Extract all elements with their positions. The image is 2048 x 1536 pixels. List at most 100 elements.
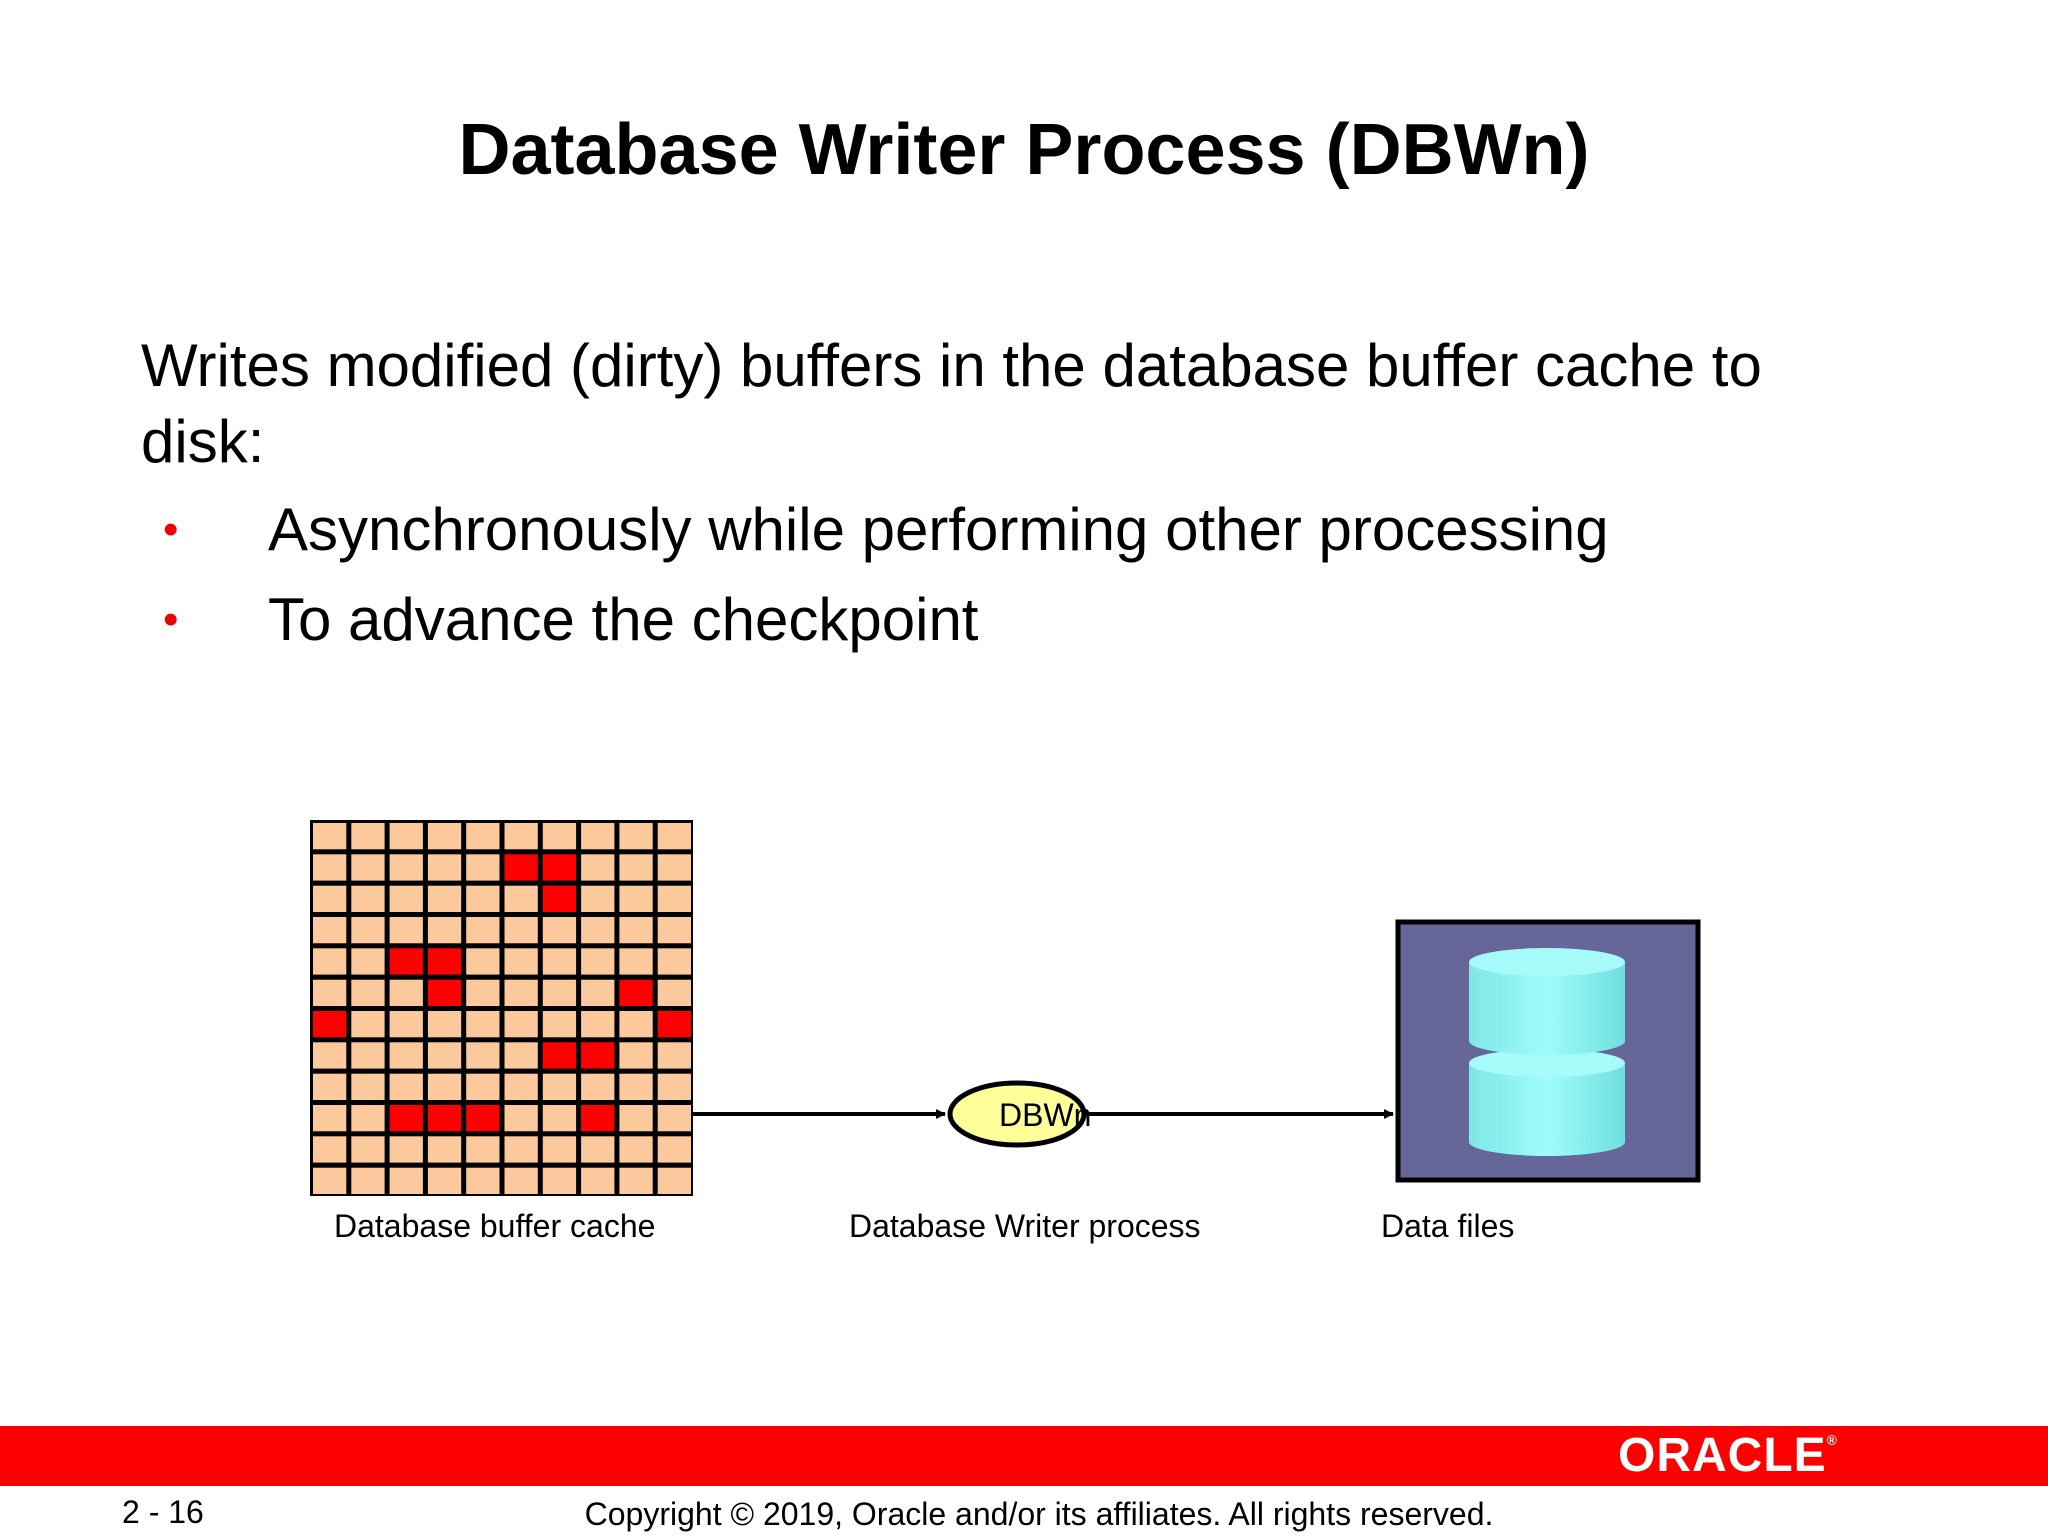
bullet-item: • Asynchronously while performing other …: [0, 490, 2048, 570]
buffer-cell: [581, 948, 615, 975]
buffer-cell: [389, 1136, 423, 1163]
buffer-cell: [657, 1073, 691, 1100]
buffer-cell: [427, 1167, 462, 1194]
buffer-cache-caption: Database buffer cache: [334, 1208, 656, 1244]
buffer-cell: [542, 948, 577, 975]
buffer-cell: [581, 1167, 615, 1194]
dirty-buffer-cell: [581, 1042, 615, 1069]
buffer-cell: [542, 823, 577, 850]
buffer-cell: [466, 1011, 500, 1038]
buffer-cell: [542, 1105, 577, 1132]
buffer-cell: [466, 1167, 500, 1194]
dirty-buffer-cell: [466, 1105, 500, 1132]
buffer-cell: [313, 1105, 347, 1132]
buffer-cell: [504, 948, 538, 975]
buffer-cell: [504, 885, 538, 912]
page-number: 2 - 16: [122, 1494, 204, 1530]
bullet-text: Asynchronously while performing other pr…: [268, 496, 1609, 563]
dirty-buffer-cell: [657, 1011, 691, 1038]
buffer-cell: [619, 917, 653, 944]
buffer-cell: [466, 823, 500, 850]
buffer-cell: [427, 885, 462, 912]
buffer-cell: [351, 1136, 385, 1163]
buffer-cell: [504, 1073, 538, 1100]
buffer-cell: [427, 1011, 462, 1038]
buffer-cell: [351, 1011, 385, 1038]
buffer-cell: [427, 1042, 462, 1069]
buffer-cell: [313, 1167, 347, 1194]
buffer-cell: [657, 854, 691, 881]
buffer-cell: [657, 917, 691, 944]
dirty-buffer-cell: [313, 1011, 347, 1038]
buffer-cell: [351, 854, 385, 881]
dirty-buffer-cell: [389, 948, 423, 975]
buffer-cell: [466, 948, 500, 975]
buffer-cell: [581, 823, 615, 850]
copyright-notice: Copyright © 2019, Oracle and/or its affi…: [584, 1496, 1494, 1532]
oracle-logo-text: ORACLE: [1618, 1429, 1827, 1482]
registered-mark: ®: [1826, 1432, 1838, 1448]
buffer-cell: [619, 1105, 653, 1132]
dbwn-process-ellipse: [947, 1080, 1087, 1148]
buffer-cell: [542, 1167, 577, 1194]
dirty-buffer-cell: [619, 979, 653, 1006]
buffer-cell: [581, 1073, 615, 1100]
dbwn-diagram: DBWn: [310, 820, 1701, 1196]
buffer-cell: [619, 1011, 653, 1038]
dirty-buffer-cell: [542, 885, 577, 912]
buffer-cell: [427, 854, 462, 881]
dirty-buffer-cell: [542, 1042, 577, 1069]
buffer-cell: [542, 1011, 577, 1038]
bullet-text: To advance the checkpoint: [268, 586, 979, 653]
dirty-buffer-cell: [504, 854, 538, 881]
buffer-cell: [389, 1042, 423, 1069]
buffer-cell: [504, 1167, 538, 1194]
buffer-cell: [619, 1167, 653, 1194]
buffer-cell: [351, 948, 385, 975]
buffer-cell: [504, 1105, 538, 1132]
dirty-buffer-cell: [542, 854, 577, 881]
buffer-cell: [504, 1011, 538, 1038]
buffer-cell: [427, 823, 462, 850]
bullet-dot-icon: •: [163, 505, 179, 554]
buffer-cell: [581, 917, 615, 944]
buffer-cell: [351, 1167, 385, 1194]
buffer-cell: [619, 948, 653, 975]
buffer-cell: [504, 1136, 538, 1163]
buffer-cell: [313, 854, 347, 881]
buffer-cell: [466, 854, 500, 881]
oracle-logo: ORACLE®: [1578, 1430, 1838, 1482]
bullet-item: • To advance the checkpoint: [0, 580, 2048, 660]
buffer-cell: [581, 885, 615, 912]
buffer-cell: [351, 917, 385, 944]
buffer-cell: [389, 823, 423, 850]
buffer-cell: [313, 917, 347, 944]
buffer-cell: [427, 1073, 462, 1100]
buffer-cell: [619, 885, 653, 912]
buffer-cell: [466, 979, 500, 1006]
buffer-cell: [504, 823, 538, 850]
dirty-buffer-cell: [389, 1105, 423, 1132]
buffer-cell: [581, 979, 615, 1006]
buffer-cell: [466, 1136, 500, 1163]
buffer-cell: [657, 1105, 691, 1132]
buffer-cell: [619, 854, 653, 881]
buffer-cell: [581, 1136, 615, 1163]
slide-title: Database Writer Process (DBWn): [458, 110, 1590, 190]
buffer-cell: [427, 1136, 462, 1163]
buffer-cell: [351, 823, 385, 850]
buffer-cell: [581, 1011, 615, 1038]
buffer-cell: [351, 1105, 385, 1132]
buffer-cell: [657, 1136, 691, 1163]
buffer-cell: [657, 823, 691, 850]
buffer-cell: [657, 979, 691, 1006]
buffer-cell: [351, 979, 385, 1006]
buffer-cell: [657, 1042, 691, 1069]
buffer-cell: [389, 1011, 423, 1038]
bullet-dot-icon: •: [163, 595, 179, 644]
buffer-cache-grid: [310, 820, 693, 1196]
buffer-cell: [389, 917, 423, 944]
buffer-cell: [619, 823, 653, 850]
buffer-cell: [542, 979, 577, 1006]
buffer-cell: [542, 917, 577, 944]
